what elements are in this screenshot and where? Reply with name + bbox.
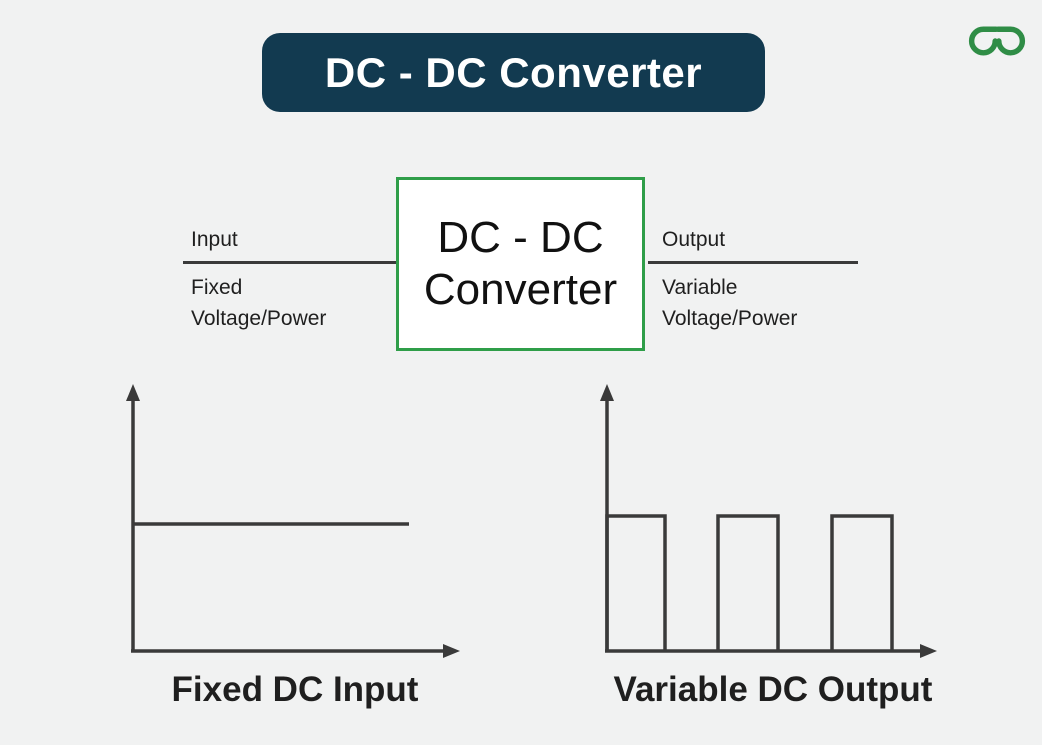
y-axis-arrowhead-icon: [126, 384, 140, 401]
fixed-dc-input-graph: [126, 384, 460, 658]
variable-dc-output-graph: [600, 384, 937, 658]
output-desc-line2: Voltage/Power: [662, 307, 798, 330]
pulse-waveform: [605, 514, 894, 651]
converter-block-label-line2: Converter: [423, 265, 618, 314]
input-desc-line1: Fixed: [191, 276, 243, 299]
page-title: DC - DC Converter: [324, 48, 703, 96]
output-wire: [648, 261, 858, 264]
x-axis-arrowhead-icon: [920, 644, 937, 658]
logo-left-g: [968, 26, 999, 56]
input-desc-line2: Voltage/Power: [191, 307, 327, 330]
variable-dc-output-caption: Variable DC Output: [613, 670, 933, 709]
input-wire-description: Fixed Voltage/Power: [191, 272, 326, 334]
output-desc-line1: Variable: [662, 276, 738, 299]
converter-block: DC - DC Converter: [396, 177, 645, 351]
y-axis-arrowhead-icon: [600, 384, 614, 401]
logo-right-g: [995, 26, 1026, 56]
title-banner: DC - DC Converter: [262, 33, 765, 112]
fixed-dc-input-caption: Fixed DC Input: [171, 670, 419, 709]
output-wire-description: Variable Voltage/Power: [662, 272, 797, 334]
converter-block-label-line1: DC - DC: [437, 213, 604, 262]
input-wire: [183, 261, 396, 264]
input-wire-label: Input: [191, 228, 238, 251]
x-axis-arrowhead-icon: [443, 644, 460, 658]
geeksforgeeks-logo-icon: [968, 26, 1026, 56]
output-wire-label: Output: [662, 228, 726, 251]
